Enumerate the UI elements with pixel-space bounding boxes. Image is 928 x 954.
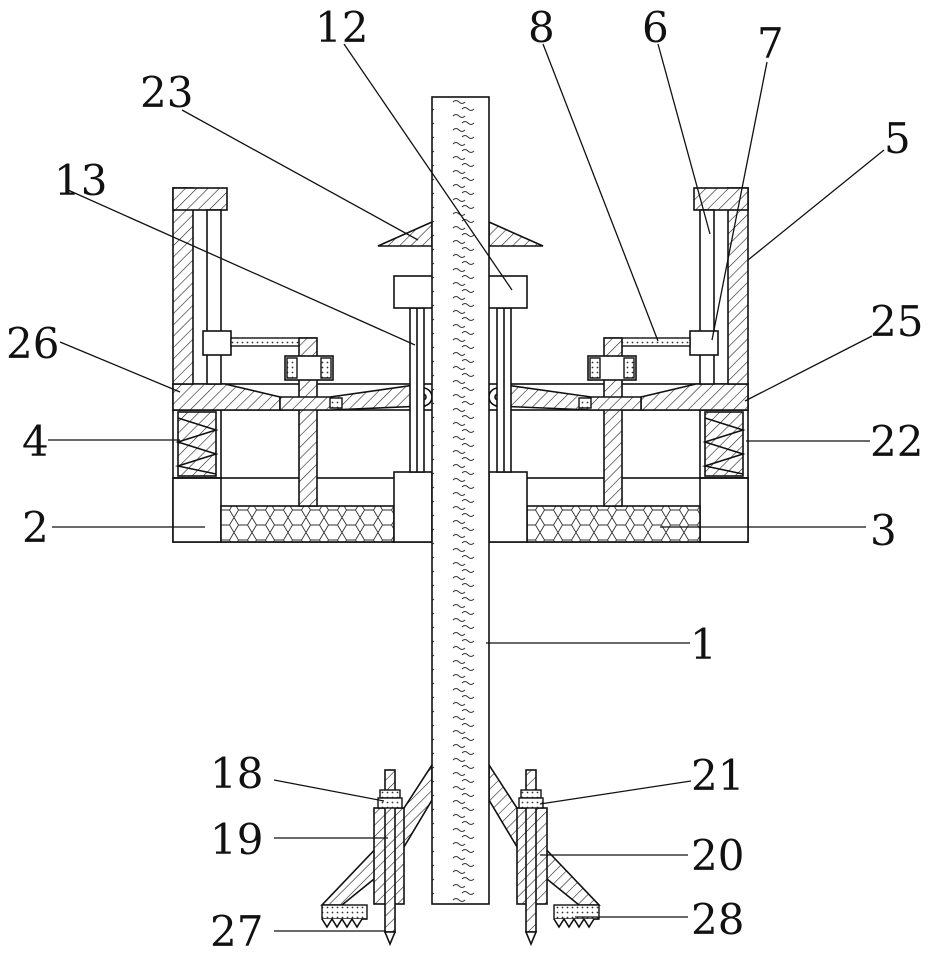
- label-8: 8: [528, 3, 555, 52]
- left-clamp-block: [285, 356, 333, 380]
- label-19: 19: [210, 815, 263, 864]
- left-umbrella-cap: [378, 222, 432, 246]
- label-2: 2: [22, 503, 49, 552]
- label-5: 5: [884, 114, 911, 163]
- left-slider: [203, 331, 231, 355]
- right-spring: [700, 410, 748, 478]
- left-spring: [173, 410, 221, 478]
- right-platform-wedge: [641, 384, 748, 410]
- label-1: 1: [690, 620, 717, 669]
- label-18: 18: [210, 749, 263, 798]
- left-cushion-pad: [221, 506, 394, 542]
- label-21: 21: [691, 751, 744, 800]
- right-spike-pad: [554, 905, 599, 927]
- label-7: 7: [757, 19, 784, 68]
- right-cushion-pad: [527, 506, 700, 542]
- label-26: 26: [6, 319, 59, 368]
- left-center-block: [394, 472, 432, 542]
- label-3: 3: [870, 506, 897, 555]
- label-4: 4: [22, 417, 49, 466]
- central-screw-rod: [432, 97, 489, 904]
- right-slider: [690, 331, 718, 355]
- label-23: 23: [140, 68, 193, 117]
- right-base-block: [700, 478, 748, 542]
- right-clamp-block: [588, 356, 636, 380]
- label-6: 6: [642, 3, 669, 52]
- label-22: 22: [870, 417, 923, 466]
- label-12: 12: [315, 3, 368, 52]
- right-umbrella-cap: [489, 222, 543, 246]
- label-20: 20: [691, 831, 744, 880]
- label-25: 25: [870, 297, 923, 346]
- right-center-block: [489, 472, 527, 542]
- label-28: 28: [691, 895, 744, 944]
- left-spike-pad: [322, 905, 367, 927]
- label-13: 13: [54, 156, 107, 205]
- label-27: 27: [210, 907, 263, 954]
- left-platform-wedge: [173, 384, 280, 410]
- left-base-block: [173, 478, 221, 542]
